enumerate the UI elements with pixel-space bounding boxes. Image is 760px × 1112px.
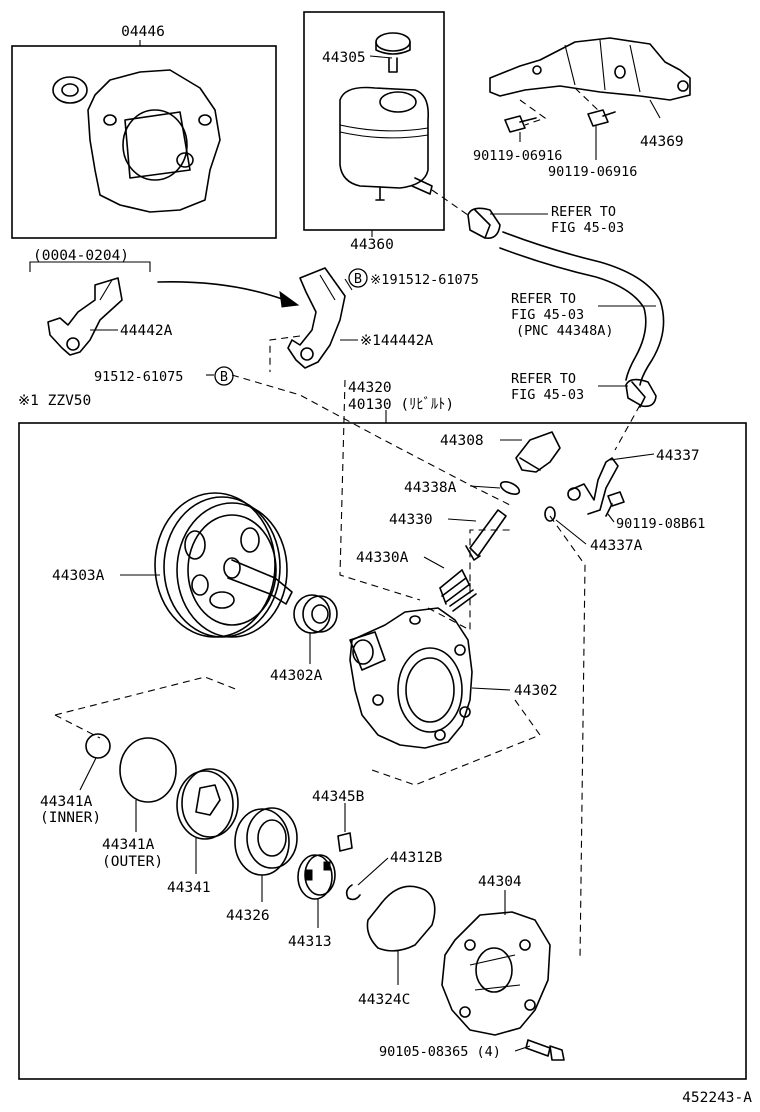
snap-ring-44312B [345, 884, 361, 901]
label-44341: 44341 [167, 880, 211, 896]
label-44330: 44330 [389, 512, 433, 528]
label-44324C: 44324C [358, 992, 410, 1008]
label-44320: 44320 [348, 380, 392, 396]
label-44337: 44337 [656, 448, 700, 464]
rotor-44313 [297, 854, 336, 900]
ref1-line1: REFER TO [551, 204, 616, 220]
hose-clamp-upper [467, 207, 501, 240]
valve-44330 [465, 509, 507, 561]
stay-44442A-left [47, 277, 123, 356]
reservoir-44360-frame [303, 11, 445, 231]
ref2-line2: FIG 45-03 [511, 307, 584, 323]
label-44308: 44308 [440, 433, 484, 449]
production-range: (0004-0204) [33, 248, 129, 264]
bolt-90105-08365 [525, 1039, 565, 1061]
label-44304: 44304 [478, 874, 522, 890]
label-90119-06916-b: 90119-06916 [548, 164, 637, 180]
label-04446: 04446 [121, 24, 165, 40]
bearing-44302A [293, 594, 338, 634]
cam-ring-44326 [234, 807, 298, 876]
hose-clamp-lower [625, 378, 657, 408]
label-44338A: 44338A [404, 480, 457, 496]
label-44341A-outer: 44341A [102, 837, 155, 853]
label-44326: 44326 [226, 908, 270, 924]
label-inner: (INNER) [40, 810, 101, 826]
side-plate-44341 [176, 768, 239, 840]
bolt-90119-08B61 [605, 491, 625, 517]
figure-number: 452243-A [682, 1090, 752, 1106]
pump-shaft [223, 557, 293, 605]
label-44313: 44313 [288, 934, 332, 950]
marker-circle-b-upper: B [348, 268, 368, 288]
marker-circle-b-lower: B [214, 366, 234, 386]
label-44330A: 44330A [356, 550, 409, 566]
gasket-kit-04446 [52, 69, 221, 213]
label-44312B: 44312B [390, 850, 443, 866]
footnote-zzv50: ※1 ZZV50 [18, 393, 91, 409]
label-44302: 44302 [514, 683, 558, 699]
label-44345B: 44345B [312, 789, 365, 805]
reservoir-tank-44360 [339, 32, 433, 201]
label-90105-08365: 90105-08365 (4) [379, 1044, 501, 1060]
label-91512-61075: 91512-61075 [94, 369, 183, 385]
label-191512-61075: ※191512-61075 [370, 272, 479, 288]
rear-housing-44304 [441, 911, 551, 1036]
label-90119-08B61: 90119-08B61 [616, 516, 705, 532]
label-outer: (OUTER) [102, 854, 163, 870]
bolt-90119-06916-right [587, 109, 616, 127]
replacement-arrow [157, 281, 286, 301]
label-44341A-inner: 44341A [40, 794, 93, 810]
bolt-90119-06916-left [504, 115, 537, 133]
label-44337A: 44337A [590, 538, 643, 554]
pump-assembly-frame [18, 422, 747, 1080]
label-44442A: 44442A [120, 323, 173, 339]
label-144442A: ※144442A [360, 333, 434, 349]
gasket-44324C [366, 885, 436, 952]
label-44303A: 44303A [52, 568, 105, 584]
kit-04446-frame [11, 45, 277, 239]
union-44308 [515, 431, 561, 473]
ref3-line2: FIG 45-03 [511, 387, 584, 403]
label-44302A: 44302A [270, 668, 323, 684]
label-90119-06916-a: 90119-06916 [473, 148, 562, 164]
marker-b-upper-text: B [354, 271, 362, 287]
spring-44330A [439, 569, 477, 612]
o-ring-44338A [499, 481, 521, 495]
leader-lines [79, 40, 661, 1052]
ref1-line2: FIG 45-03 [551, 220, 624, 236]
o-ring-44341A-outer [119, 737, 177, 803]
o-ring-44337A [544, 506, 556, 522]
label-44369: 44369 [640, 134, 684, 150]
label-40130: 40130 (ﾘﾋﾞﾙﾄ) [348, 396, 454, 413]
vane-44345B [337, 832, 353, 852]
pipe-44337 [567, 457, 619, 515]
ref2-line3: (PNC 44348A) [516, 323, 614, 339]
stay-144442A-right [287, 267, 346, 369]
label-44305: 44305 [322, 50, 366, 66]
bracket-44369 [489, 37, 691, 101]
pump-housing-44302 [349, 607, 473, 749]
o-ring-44341A-inner [85, 733, 111, 759]
ref2-line1: REFER TO [511, 291, 576, 307]
marker-b-lower-text: B [220, 369, 228, 385]
pulley-44303A [154, 492, 288, 638]
ref3-line1: REFER TO [511, 371, 576, 387]
label-44360: 44360 [350, 237, 394, 253]
